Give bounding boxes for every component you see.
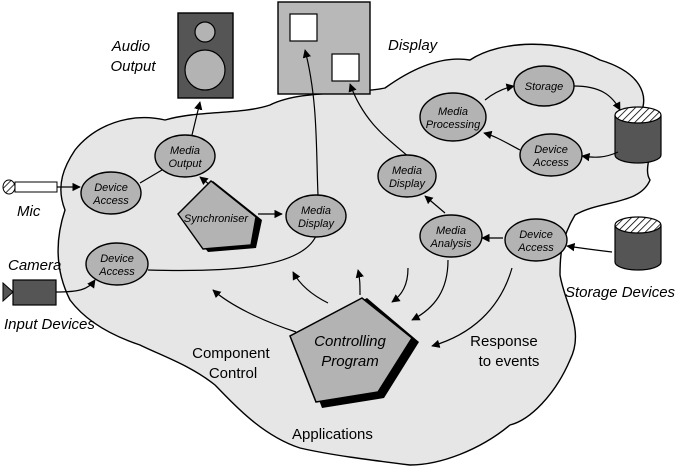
connectors [55,49,621,348]
applications-label: Applications [292,426,373,443]
component-control-label: Component Control [192,345,274,382]
storage-drum-top-icon [614,106,662,164]
mic-label: Mic [17,203,41,220]
camera-label: Camera [8,257,61,274]
speaker-icon [177,12,234,99]
svg-text:Storage: Storage [525,81,564,93]
audio-output-label: Audio Output [110,38,156,75]
camera-icon [2,279,57,306]
synchroniser-node[interactable]: Synchroniser [177,180,262,252]
mic-icon [2,179,58,195]
storage-drum-bottom-icon [614,216,662,271]
svg-text:Synchroniser: Synchroniser [184,213,250,225]
display-label: Display [388,37,439,54]
storage-devices-label: Storage Devices [565,284,676,301]
response-to-events-label: Response to events [470,333,542,370]
display-screen-icon [277,1,371,95]
storage-node[interactable]: Storage [513,65,575,107]
input-devices-label: Input Devices [4,316,95,333]
